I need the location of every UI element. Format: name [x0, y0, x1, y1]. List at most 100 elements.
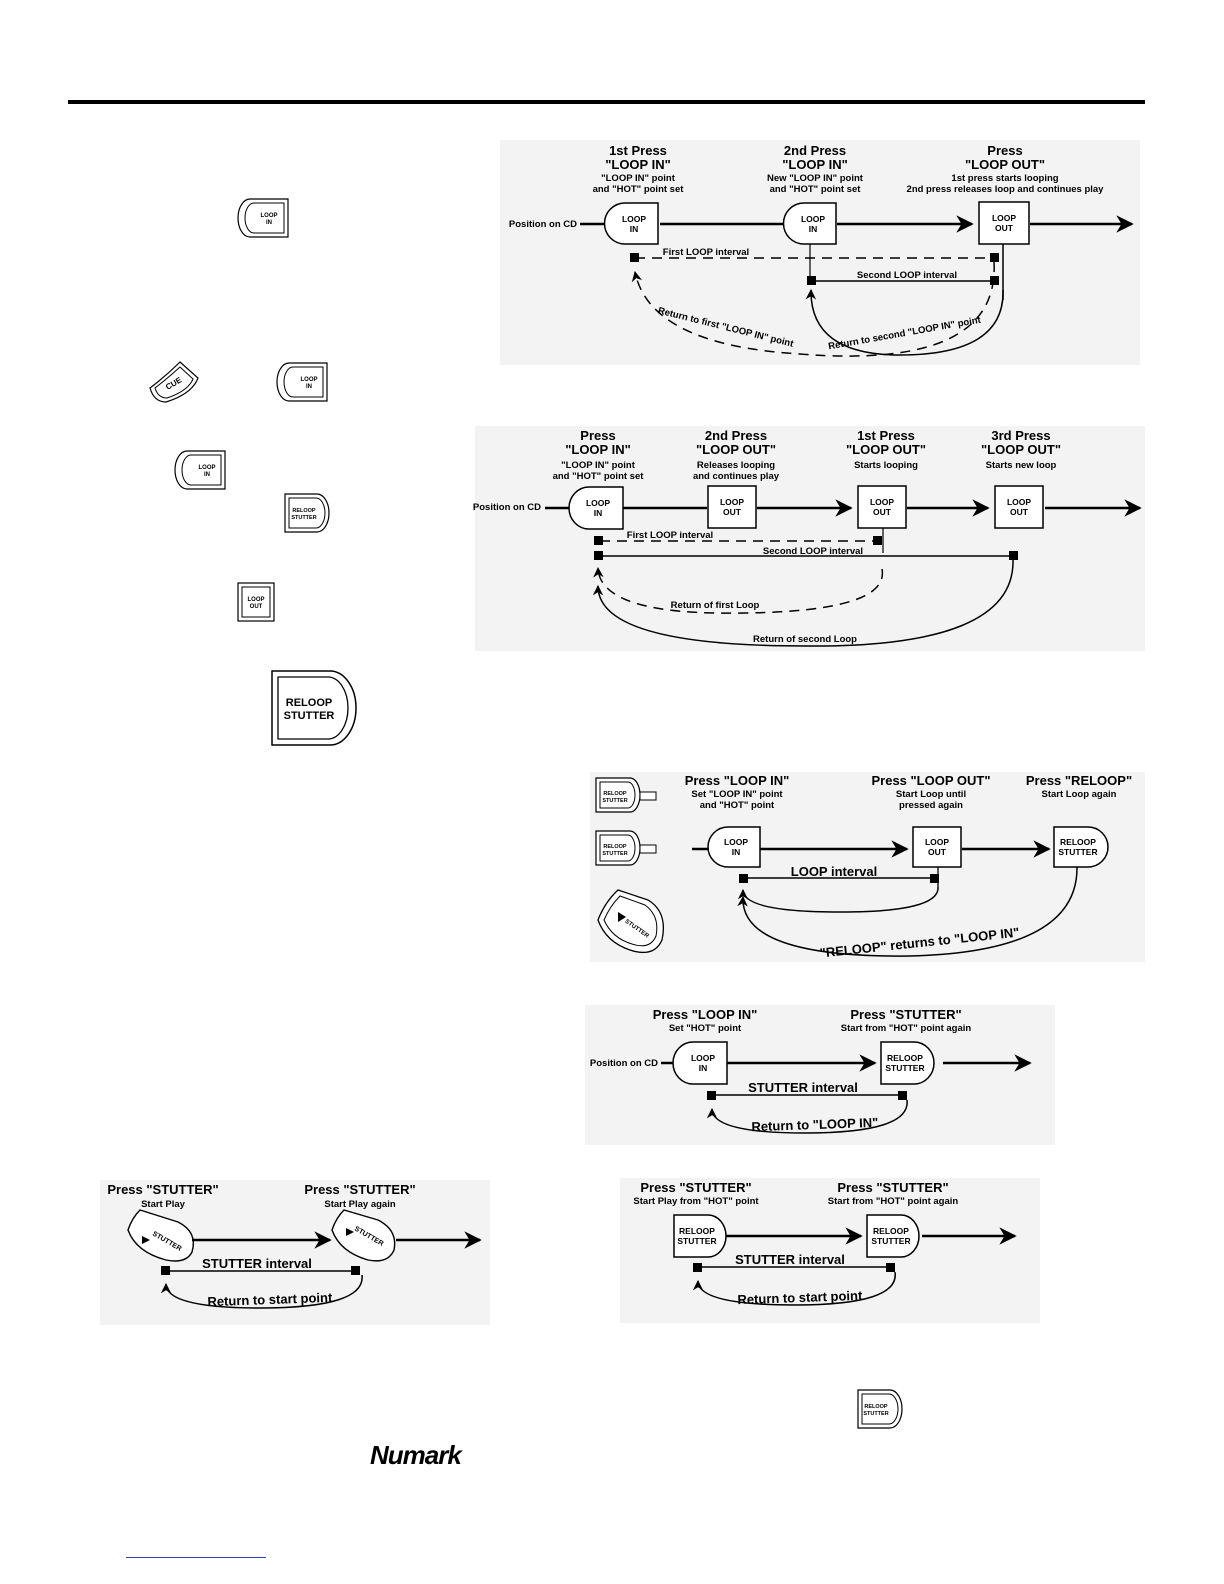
svg-text:IN: IN — [594, 508, 603, 518]
svg-text:OUT: OUT — [995, 223, 1014, 233]
svg-text:LOOP: LOOP — [260, 213, 277, 219]
svg-text:Start Play from "HOT" point: Start Play from "HOT" point — [633, 1196, 759, 1207]
reloop-stutter-button-large-icon: RELOOP STUTTER — [271, 670, 357, 746]
position-label: Position on CD — [509, 219, 577, 230]
svg-text:Second LOOP interval: Second LOOP interval — [763, 546, 863, 557]
svg-text:RELOOP: RELOOP — [286, 697, 332, 709]
svg-text:Press "LOOP OUT": Press "LOOP OUT" — [871, 773, 990, 788]
numark-logo: Numark — [370, 1440, 462, 1470]
loop-out-node: LOOP OUT — [912, 826, 962, 868]
reloop-stutter-icon-a: RELOOP STUTTER — [595, 777, 657, 813]
stutter-hot-point-diagram: Press "STUTTER" Start Play from "HOT" po… — [620, 1178, 1040, 1323]
loop-in-node: LOOP IN — [672, 1041, 728, 1085]
loop-out-node: LOOP OUT — [978, 201, 1030, 245]
svg-text:Return to "LOOP IN": Return to "LOOP IN" — [751, 1115, 878, 1134]
svg-text:Press "STUTTER": Press "STUTTER" — [304, 1182, 415, 1197]
svg-text:Return to start point: Return to start point — [207, 1290, 333, 1309]
loop-in-button-icon-2: LOOP IN — [276, 362, 328, 402]
svg-text:Press "LOOP IN": Press "LOOP IN" — [685, 773, 790, 788]
svg-text:3rd Press: 3rd Press — [991, 428, 1050, 443]
reloop-stutter-button-icon-2: RELOOP STUTTER — [857, 1389, 903, 1429]
svg-text:RELOOP: RELOOP — [679, 1226, 715, 1236]
svg-text:and continues play: and continues play — [693, 471, 780, 482]
svg-text:Press "STUTTER": Press "STUTTER" — [107, 1182, 218, 1197]
svg-text:Press "STUTTER": Press "STUTTER" — [837, 1180, 948, 1195]
loop-out-multiple-diagram: Position on CD Press "LOOP IN" "LOOP IN"… — [473, 426, 1145, 651]
svg-text:Return of second Loop: Return of second Loop — [753, 634, 857, 645]
svg-text:STUTTER: STUTTER — [871, 1236, 910, 1246]
svg-text:Press: Press — [987, 143, 1022, 158]
svg-text:and "HOT" point set: and "HOT" point set — [593, 184, 685, 195]
svg-text:"LOOP IN": "LOOP IN" — [782, 157, 848, 172]
loop-in-node: LOOP IN — [707, 826, 761, 868]
svg-text:1st press starts looping: 1st press starts looping — [951, 173, 1058, 184]
svg-text:"LOOP OUT": "LOOP OUT" — [981, 442, 1061, 457]
loop-in-node-1: LOOP IN — [603, 202, 659, 245]
svg-text:1st Press: 1st Press — [609, 143, 667, 158]
svg-text:LOOP interval: LOOP interval — [791, 864, 877, 879]
loop-out-node-2nd: LOOP OUT — [707, 485, 757, 529]
svg-text:STUTTER: STUTTER — [885, 1063, 924, 1073]
svg-text:"LOOP IN" point: "LOOP IN" point — [601, 173, 676, 184]
svg-text:IN: IN — [699, 1063, 708, 1073]
svg-text:Press "STUTTER": Press "STUTTER" — [640, 1180, 751, 1195]
svg-text:Starts new loop: Starts new loop — [986, 460, 1057, 471]
svg-text:IN: IN — [809, 224, 818, 234]
svg-text:pressed again: pressed again — [899, 800, 963, 811]
svg-text:RELOOP: RELOOP — [873, 1226, 909, 1236]
svg-text:"LOOP OUT": "LOOP OUT" — [965, 157, 1045, 172]
svg-text:OUT: OUT — [723, 507, 742, 517]
svg-text:and "HOT" point set: and "HOT" point set — [770, 184, 862, 195]
svg-text:LOOP: LOOP — [300, 377, 317, 383]
svg-text:Press: Press — [580, 428, 615, 443]
stutter-play-icon: STUTTER — [597, 889, 665, 954]
loop-out-node-3rd: LOOP OUT — [994, 485, 1044, 529]
svg-text:Press "STUTTER": Press "STUTTER" — [850, 1007, 961, 1022]
svg-text:2nd press releases loop and co: 2nd press releases loop and continues pl… — [907, 184, 1105, 195]
svg-text:New "LOOP IN" point: New "LOOP IN" point — [767, 173, 864, 184]
svg-text:Start Play: Start Play — [141, 1199, 186, 1210]
svg-text:Press "LOOP IN": Press "LOOP IN" — [653, 1007, 758, 1022]
svg-text:STUTTER: STUTTER — [1058, 847, 1097, 857]
svg-text:Start Loop until: Start Loop until — [896, 789, 966, 800]
svg-text:STUTTER: STUTTER — [602, 798, 627, 804]
svg-text:"LOOP OUT": "LOOP OUT" — [846, 442, 926, 457]
svg-text:and "HOT" point set: and "HOT" point set — [553, 471, 645, 482]
svg-text:STUTTER: STUTTER — [291, 515, 316, 521]
svg-text:LOOP: LOOP — [724, 837, 748, 847]
svg-text:IN: IN — [630, 224, 639, 234]
svg-text:LOOP: LOOP — [870, 497, 894, 507]
reloop-diagram: RELOOP STUTTER RELOOP STUTTER STUTTER Pr… — [590, 772, 1145, 962]
svg-text:RELOOP: RELOOP — [864, 1404, 888, 1410]
svg-text:STUTTER: STUTTER — [677, 1236, 716, 1246]
svg-text:RELOOP: RELOOP — [292, 508, 316, 514]
loop-out-node-1st: LOOP OUT — [857, 485, 907, 529]
stutter-icon-2: STUTTER — [331, 1209, 396, 1262]
svg-text:Position on CD: Position on CD — [473, 502, 541, 513]
loop-in-button-icon-3: LOOP IN — [174, 450, 226, 490]
svg-text:LOOP: LOOP — [801, 214, 825, 224]
svg-text:"LOOP IN": "LOOP IN" — [605, 157, 671, 172]
svg-text:IN: IN — [204, 472, 210, 478]
svg-text:LOOP: LOOP — [247, 597, 264, 603]
cue-button-icon: CUE — [149, 361, 199, 403]
svg-text:RELOOP: RELOOP — [603, 791, 627, 797]
loop-in-node: LOOP IN — [568, 486, 624, 530]
svg-text:OUT: OUT — [1010, 507, 1029, 517]
svg-text:IN: IN — [732, 847, 741, 857]
svg-text:Start from "HOT" point again: Start from "HOT" point again — [828, 1196, 959, 1207]
svg-text:"LOOP IN" point: "LOOP IN" point — [561, 460, 636, 471]
svg-text:First LOOP interval: First LOOP interval — [663, 247, 749, 258]
svg-text:STUTTER interval: STUTTER interval — [202, 1256, 312, 1271]
svg-text:LOOP: LOOP — [586, 498, 610, 508]
footer-link-underline — [126, 1557, 266, 1558]
svg-text:2nd Press: 2nd Press — [784, 143, 846, 158]
stutter-from-hot-point-diagram: Position on CD Press "LOOP IN" Set "HOT"… — [585, 1005, 1055, 1145]
svg-text:Start Loop again: Start Loop again — [1042, 789, 1117, 800]
svg-text:IN: IN — [266, 220, 272, 226]
stutter-icon-1: STUTTER — [127, 1209, 195, 1262]
svg-text:"LOOP IN": "LOOP IN" — [565, 442, 631, 457]
reloop-stutter-node: RELOOP STUTTER — [880, 1041, 935, 1085]
svg-text:LOOP: LOOP — [720, 497, 744, 507]
svg-text:OUT: OUT — [928, 847, 947, 857]
